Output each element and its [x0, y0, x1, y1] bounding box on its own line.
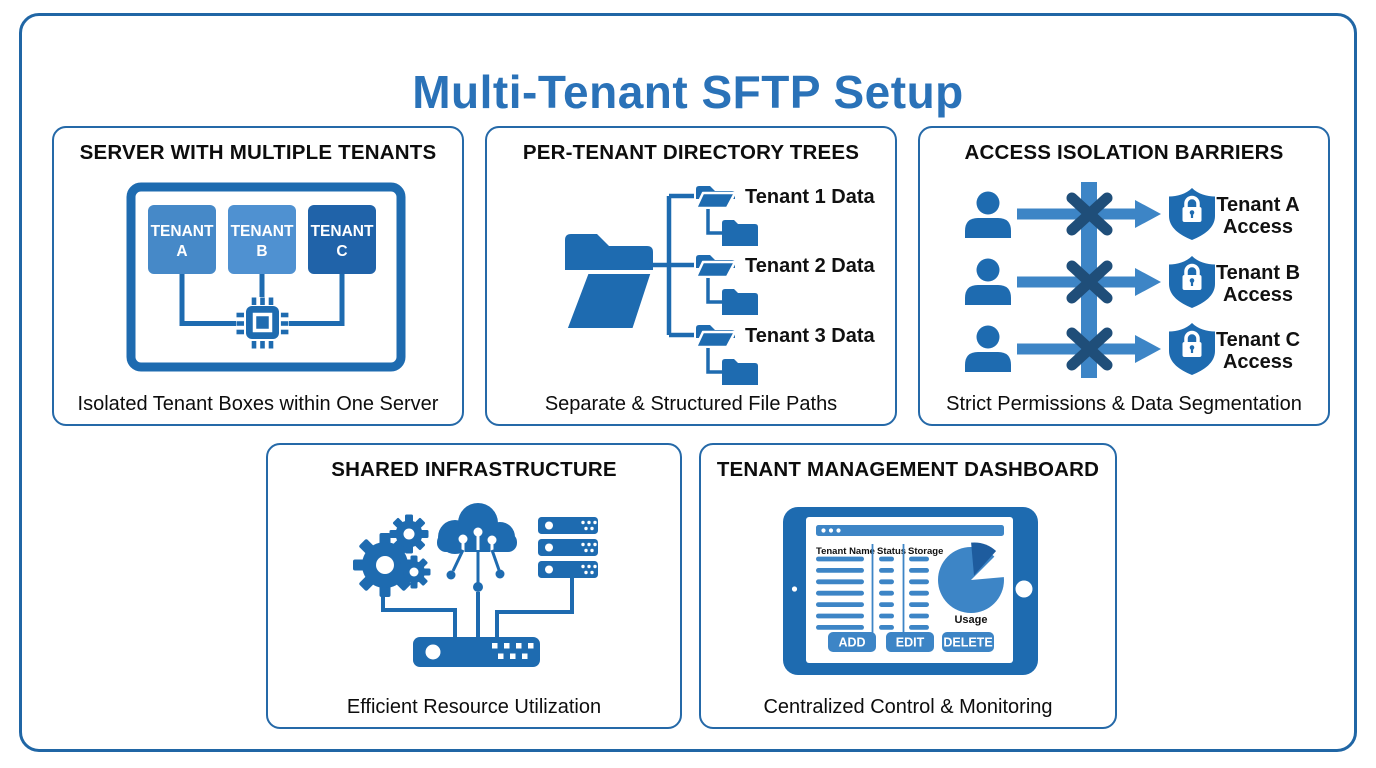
panel-shared-infrastructure: SHARED INFRASTRUCTURE [266, 443, 682, 729]
tenant-table: Tenant Name Status Storage [816, 544, 943, 634]
blocked-x-icon [1066, 260, 1113, 304]
subfolder-connector [706, 348, 722, 374]
access-label-line2: Access [1223, 351, 1293, 373]
dashboard-buttons: ADD EDIT DELETE [828, 632, 994, 652]
panel-server-with-multiple-tenants: SERVER WITH MULTIPLE TENANTS TENANT A TE… [52, 126, 464, 426]
shield-lock-icon [1169, 323, 1215, 375]
open-folder-icon [694, 255, 737, 279]
blocked-x-icon [1066, 192, 1113, 236]
root-folder-icon [563, 234, 655, 332]
page-title: Multi-Tenant SFTP Setup [412, 65, 964, 118]
tenant-1-branch: Tenant 1 Data [694, 186, 876, 246]
arrow-right-icon [1017, 268, 1161, 296]
infrastructure-connectors [381, 578, 574, 639]
shield-lock-icon [1169, 256, 1215, 308]
server-stack-icon [538, 517, 598, 578]
shield-lock-icon [1169, 188, 1215, 240]
pie-chart-label: Usage [954, 614, 987, 626]
cpu-chip-icon [236, 297, 289, 349]
user-icon [965, 325, 1011, 372]
screen-top-bar [816, 525, 1004, 536]
add-button [828, 632, 876, 652]
tablet-camera-dot [791, 586, 798, 592]
cloud-network-icon [437, 503, 517, 592]
router-device-icon [413, 637, 540, 667]
subfolder-connector [706, 278, 722, 304]
panel-per-tenant-directory-trees: PER-TENANT DIRECTORY TREES Tenant 1 Data [485, 126, 897, 426]
panel-access-isolation-barriers: ACCESS ISOLATION BARRIERS [918, 126, 1330, 426]
user-icon [965, 258, 1011, 305]
user-icon [965, 191, 1011, 238]
access-label-line1: Tenant B [1216, 262, 1300, 284]
tenant-b-box: TENANT B [228, 205, 296, 274]
panel-title: SERVER WITH MULTIPLE TENANTS [79, 141, 437, 164]
panel-caption: Separate & Structured File Paths [544, 393, 838, 415]
tablet-home-button [1015, 580, 1033, 598]
tenant-c-label-line2: C [336, 243, 347, 260]
column-header-status: Status [877, 546, 906, 557]
dashboard-tablet-illustration: Tenant Name Status Storage [783, 507, 1038, 675]
table-rows [816, 556, 929, 630]
panel-title: ACCESS ISOLATION BARRIERS [964, 141, 1284, 164]
gears-icon [353, 514, 431, 597]
tenant-b-label-line1: TENANT [231, 223, 294, 240]
tenant-c-box: TENANT C [308, 205, 376, 274]
tenant-cpu-connectors [179, 274, 345, 326]
server-illustration: TENANT A TENANT B TENANT C [126, 182, 406, 372]
window-dot-icon [821, 528, 826, 533]
access-label-line2: Access [1223, 216, 1293, 238]
edit-button [886, 632, 934, 652]
access-row-tenant-c: Tenant C Access [965, 323, 1300, 375]
tree-connectors [649, 193, 694, 338]
folder-label: Tenant 3 Data [745, 325, 876, 347]
access-row-tenant-a: Tenant A Access [965, 188, 1300, 240]
folder-label: Tenant 2 Data [745, 255, 876, 277]
closed-subfolder-icon [722, 289, 758, 315]
window-dot-icon [828, 528, 834, 533]
access-row-tenant-b: Tenant B Access [965, 256, 1300, 308]
tenant-a-label-line1: TENANT [151, 223, 214, 240]
panel-title: PER-TENANT DIRECTORY TREES [522, 141, 860, 164]
outer-border [19, 13, 1357, 752]
tenant-a-label-line2: A [176, 243, 187, 260]
panel-caption: Centralized Control & Monitoring [763, 696, 1053, 718]
arrow-right-icon [1017, 335, 1161, 363]
panel-caption: Strict Permissions & Data Segmentation [946, 393, 1302, 415]
tenant-2-branch: Tenant 2 Data [694, 255, 876, 315]
access-label-line1: Tenant C [1216, 329, 1300, 351]
delete-button-label: DELETE [943, 636, 992, 650]
blocked-x-icon [1066, 327, 1113, 371]
access-label-line2: Access [1223, 284, 1293, 306]
column-header-storage: Storage [908, 546, 943, 557]
panel-title: TENANT MANAGEMENT DASHBOARD [716, 458, 1100, 481]
panel-caption: Efficient Resource Utilization [346, 696, 602, 718]
open-folder-icon [694, 325, 737, 349]
shared-infrastructure-illustration [353, 503, 598, 667]
usage-pie-chart [938, 542, 1005, 613]
access-barrier-illustration: Tenant A Access [965, 182, 1300, 378]
add-button-label: ADD [838, 636, 865, 650]
window-dot-icon [836, 528, 841, 533]
directory-tree-illustration: Tenant 1 Data Tenant 2 Data [563, 186, 876, 385]
column-header-tenant-name: Tenant Name [816, 546, 875, 557]
closed-subfolder-icon [722, 359, 758, 385]
folder-label: Tenant 1 Data [745, 186, 876, 208]
delete-button [942, 632, 994, 652]
panel-caption: Isolated Tenant Boxes within One Server [77, 393, 439, 415]
closed-subfolder-icon [722, 220, 758, 246]
panel-title: SHARED INFRASTRUCTURE [331, 458, 617, 481]
subfolder-connector [706, 209, 722, 235]
column-dividers [871, 544, 905, 634]
tenant-3-branch: Tenant 3 Data [694, 325, 876, 385]
tenant-a-box: TENANT A [148, 205, 216, 274]
open-folder-icon [694, 186, 737, 210]
arrow-right-icon [1017, 200, 1161, 228]
tenant-c-label-line1: TENANT [311, 223, 374, 240]
edit-button-label: EDIT [896, 636, 925, 650]
panel-tenant-management-dashboard: TENANT MANAGEMENT DASHBOARD Tenant Name … [699, 443, 1117, 729]
access-label-line1: Tenant A [1216, 194, 1299, 216]
tenant-b-label-line2: B [256, 243, 267, 260]
